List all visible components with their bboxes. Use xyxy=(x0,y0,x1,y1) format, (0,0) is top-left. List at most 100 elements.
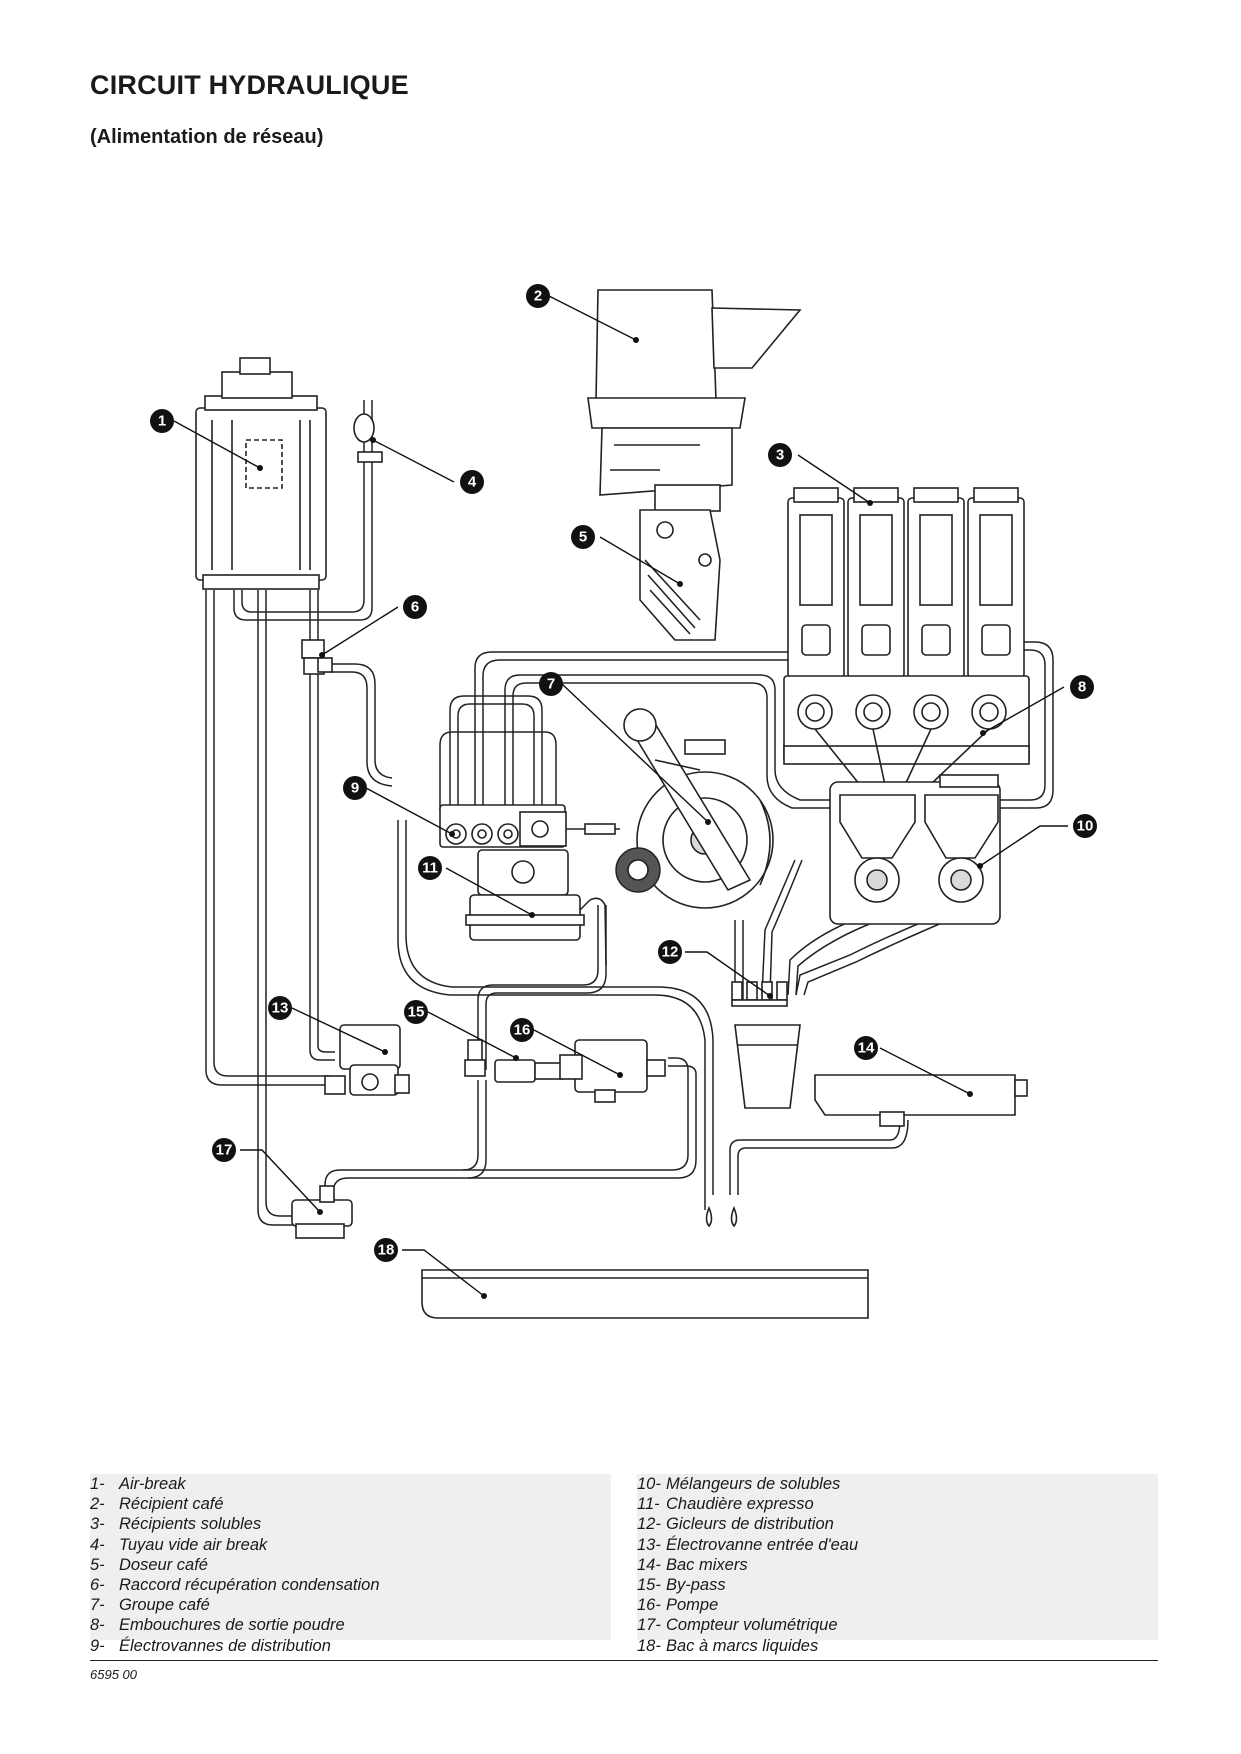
volumetric-meter xyxy=(291,1185,353,1239)
legend-item: 6-Raccord récupération condensation xyxy=(90,1575,611,1595)
legend-number: 12- xyxy=(637,1515,661,1534)
svg-text:17: 17 xyxy=(216,1142,233,1159)
callout-12: 12 xyxy=(658,940,682,964)
callout-18: 18 xyxy=(374,1238,398,1262)
legend-label: Doseur café xyxy=(119,1555,208,1574)
svg-text:16: 16 xyxy=(514,1022,531,1039)
legend-item: 1- Air-break xyxy=(90,1474,611,1494)
legend-number: 8- xyxy=(90,1616,105,1635)
air-break xyxy=(195,357,327,590)
espresso-boiler xyxy=(465,849,607,966)
legend-column-left: 1- Air-break 2- Récipient café 3-Récipient… xyxy=(90,1474,611,1655)
callout-9: 9 xyxy=(343,776,367,800)
callout-10: 10 xyxy=(1073,814,1097,838)
drip-ends xyxy=(705,1205,738,1228)
legend-column-right: 10- Mélangeurs de solubles 11- Chaudière e… xyxy=(637,1474,1158,1655)
coffee-doser xyxy=(639,484,721,641)
callout-8: 8 xyxy=(1070,675,1094,699)
legend-number: 5- xyxy=(90,1555,105,1574)
legend-number: 18- xyxy=(637,1636,661,1655)
legend-item: 8- Embouchures de sortie poudre xyxy=(90,1615,611,1635)
svg-text:6: 6 xyxy=(411,599,419,616)
legend-item: 17- Compteur volumétrique xyxy=(637,1615,1158,1635)
svg-text:3: 3 xyxy=(776,447,784,464)
legend-label: Air-break xyxy=(119,1475,186,1493)
legend-item: 4-Tuyau vide air break xyxy=(90,1535,611,1555)
legend-number: 13- xyxy=(637,1535,661,1554)
legend-label: Électrovanne entrée d'eau xyxy=(666,1535,859,1554)
legend-label: Mélangeurs de solubles xyxy=(666,1475,841,1493)
bypass-and-pump xyxy=(464,1039,666,1103)
svg-text:13: 13 xyxy=(272,1000,289,1017)
legend-label: Gicleurs de distribution xyxy=(666,1515,834,1534)
legend-label: Électrovannes de distribution xyxy=(119,1636,331,1655)
svg-text:1: 1 xyxy=(158,413,166,430)
legend-number: 1- xyxy=(90,1475,105,1493)
legend-number: 16- xyxy=(637,1596,661,1615)
air-break-drain-tube xyxy=(353,413,383,463)
leader-lines xyxy=(173,295,1068,1299)
legend-item: 9- Électrovannes de distribution xyxy=(90,1636,611,1656)
svg-text:14: 14 xyxy=(858,1040,875,1057)
legend-number: 3- xyxy=(90,1515,105,1534)
svg-text:7: 7 xyxy=(547,676,555,693)
legend-number: 14- xyxy=(637,1555,661,1574)
svg-text:9: 9 xyxy=(351,780,359,797)
legend-number: 11- xyxy=(637,1495,660,1514)
soluble-containers xyxy=(783,487,1030,765)
callout-15: 15 xyxy=(404,1000,428,1024)
legend-label: By-pass xyxy=(666,1575,726,1594)
legend-label: Tuyau vide air break xyxy=(119,1535,268,1554)
legend-label: Bac à marcs liquides xyxy=(666,1636,819,1655)
callout-5: 5 xyxy=(571,525,595,549)
callout-14: 14 xyxy=(854,1036,878,1060)
legend-number: 2- xyxy=(90,1495,105,1514)
legend-item: 12- Gicleurs de distribution xyxy=(637,1514,1158,1534)
legend-number: 7- xyxy=(90,1596,105,1615)
legend-number: 15- xyxy=(637,1575,661,1594)
legend-item: 18- Bac à marcs liquides xyxy=(637,1636,1158,1656)
legend-label: Compteur volumétrique xyxy=(666,1616,838,1635)
legend-number: 17- xyxy=(637,1616,661,1635)
legend-label: Récipient café xyxy=(119,1495,224,1514)
distribution-valves xyxy=(439,804,620,848)
svg-text:5: 5 xyxy=(579,529,587,546)
legend-item: 11- Chaudière expresso xyxy=(637,1494,1158,1514)
legend-label: Chaudière expresso xyxy=(666,1495,814,1514)
callout-11: 11 xyxy=(418,856,442,880)
callout-3: 3 xyxy=(768,443,792,467)
legend-label: Groupe café xyxy=(119,1596,210,1615)
powder-spouts xyxy=(797,694,1007,786)
callout-2: 2 xyxy=(526,284,550,308)
document-code: 6595 00 xyxy=(90,1667,137,1682)
callout-1: 1 xyxy=(150,409,174,433)
legend-number: 9- xyxy=(90,1636,105,1655)
legend-label: Embouchures de sortie poudre xyxy=(119,1616,345,1635)
tubing xyxy=(205,400,1054,1226)
svg-text:15: 15 xyxy=(408,1004,425,1021)
page-subtitle: (Alimentation de réseau) xyxy=(90,126,324,148)
legend-number: 6- xyxy=(90,1575,105,1594)
legend-item: 14- Bac mixers xyxy=(637,1555,1158,1575)
mixer-tray xyxy=(814,1074,1028,1127)
svg-text:4: 4 xyxy=(468,474,477,491)
footer-divider xyxy=(90,1660,1158,1661)
callout-6: 6 xyxy=(403,595,427,619)
svg-text:8: 8 xyxy=(1078,679,1086,696)
legend-item: 3-Récipients solubles xyxy=(90,1514,611,1534)
legend-item: 15- By-pass xyxy=(637,1575,1158,1595)
water-inlet-valve xyxy=(324,1024,410,1096)
coffee-container xyxy=(587,289,802,496)
legend-number: 10- xyxy=(637,1475,661,1493)
svg-text:10: 10 xyxy=(1077,818,1094,835)
callout-16: 16 xyxy=(510,1018,534,1042)
legend-item: 2- Récipient café xyxy=(90,1494,611,1514)
distribution-nozzles xyxy=(731,981,801,1109)
svg-text:18: 18 xyxy=(378,1242,395,1259)
legend-item: 5- Doseur café xyxy=(90,1555,611,1575)
callout-13: 13 xyxy=(268,996,292,1020)
callout-17: 17 xyxy=(212,1138,236,1162)
condensation-connector xyxy=(301,639,333,675)
svg-text:12: 12 xyxy=(662,944,679,961)
legend-label: Bac mixers xyxy=(666,1555,748,1574)
